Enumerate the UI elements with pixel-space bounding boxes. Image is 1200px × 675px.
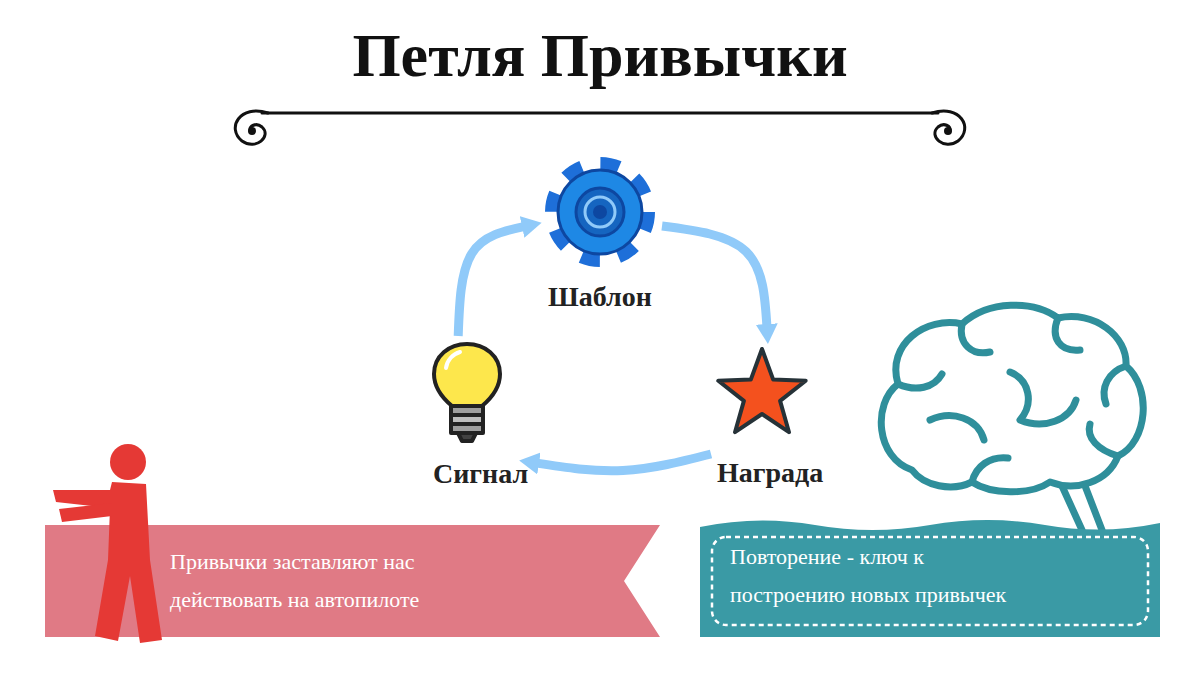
banner-shape (45, 525, 660, 637)
ornament-dot (248, 127, 256, 135)
text-banner: Привычки заставляют нас действовать на а… (45, 525, 660, 637)
banner-fill (700, 520, 1160, 637)
star-icon (718, 349, 805, 432)
ribbon-fill (45, 525, 660, 637)
ornament-line (235, 111, 964, 144)
cycle-arrow (535, 454, 711, 471)
ornament-dot (944, 127, 952, 135)
diagram-title: Петля Привычки (0, 18, 1200, 92)
cycle-arrow (662, 226, 767, 328)
gear-icon (553, 165, 647, 259)
dashed-border (712, 537, 1148, 625)
cycle-arrow (458, 226, 526, 336)
step-label: Сигнал (433, 457, 517, 491)
lightbulb-icon (434, 344, 500, 441)
cycle-step: Сигнал (433, 342, 517, 497)
banner-shape (700, 515, 1160, 637)
cycle-step: Шаблон (544, 158, 656, 320)
brain-outline (881, 305, 1143, 530)
step-label: Шаблон (544, 280, 656, 314)
banner-text: Повторение - ключ к построению новых при… (730, 538, 1025, 614)
banner-text: Привычки заставляют нас действовать на а… (170, 543, 470, 619)
cycle-step: Награда (717, 346, 817, 496)
step-label: Награда (717, 456, 817, 490)
text-banner: Повторение - ключ к построению новых при… (700, 515, 1160, 637)
